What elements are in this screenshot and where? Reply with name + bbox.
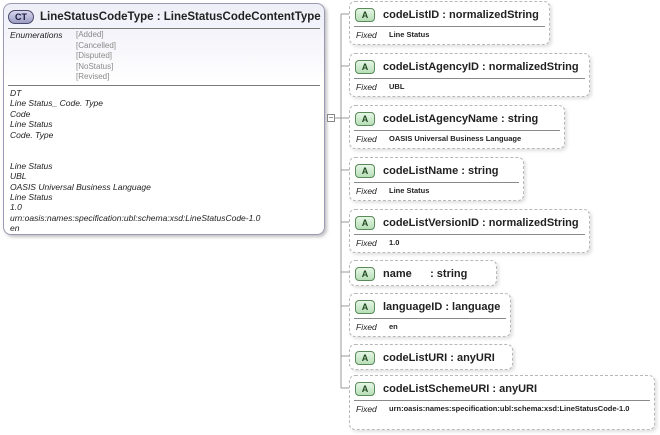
attribute-divider: [354, 182, 519, 183]
attribute-icon: A: [355, 351, 375, 365]
attribute-codeListSchemeURI[interactable]: A codeListSchemeURI : anyURI Fixed urn:o…: [349, 375, 655, 430]
enumerations-label: Enumerations: [10, 30, 63, 40]
attribute-name[interactable]: A name : string: [349, 260, 497, 286]
fixed-label: Fixed: [356, 238, 377, 248]
attribute-divider: [354, 78, 585, 79]
attribute-divider: [354, 318, 506, 319]
attribute-divider: [354, 234, 585, 235]
dt-line: DT: [10, 88, 22, 98]
dt-line: Line Status: [10, 119, 53, 130]
attribute-icon: A: [355, 164, 375, 178]
attribute-icon: A: [355, 60, 375, 74]
dt-line: Code: [10, 108, 31, 119]
attribute-icon: A: [355, 8, 375, 22]
enumerations-list: [Added] [Cancelled] [Disputed] [NoStatus…: [76, 30, 116, 83]
dt-line: Code. Type: [10, 129, 54, 140]
attribute-codeListName[interactable]: A codeListName : string Fixed Line Statu…: [349, 157, 524, 201]
enumerations-divider: [8, 85, 320, 86]
info-line: Line Status: [10, 192, 53, 203]
fixed-label: Fixed: [356, 322, 377, 332]
attribute-codeListID[interactable]: A codeListID : normalizedString Fixed Li…: [349, 1, 550, 45]
fixed-value: 1.0: [389, 238, 400, 247]
fixed-value: Line Status: [389, 186, 430, 195]
info-line: UBL: [10, 171, 27, 182]
spacer: [10, 140, 260, 150]
info-line: Line Status: [10, 160, 53, 171]
enumeration-item: [Disputed]: [76, 51, 113, 61]
fixed-label: Fixed: [356, 186, 377, 196]
enumeration-item: [NoStatus]: [76, 61, 114, 71]
fixed-value: OASIS Universal Business Language: [389, 134, 522, 143]
header-divider: [8, 28, 320, 29]
attribute-name: codeListURI : anyURI: [383, 352, 495, 364]
attribute-name: codeListName : string: [383, 165, 499, 177]
info-line: OASIS Universal Business Language: [10, 181, 151, 192]
attribute-name: name : string: [383, 268, 468, 280]
complex-type-header: CT LineStatusCodeType : LineStatusCodeCo…: [8, 8, 321, 26]
spacer: [10, 150, 260, 160]
attribute-icon: A: [355, 216, 375, 230]
documentation-block: DT Line Status_ Code. Type Code Line Sta…: [10, 88, 260, 234]
attribute-codeListAgencyName[interactable]: A codeListAgencyName : string Fixed OASI…: [349, 105, 565, 149]
fixed-value: Line Status: [389, 30, 430, 39]
enumeration-item: [Added]: [76, 30, 104, 39]
attribute-name: codeListSchemeURI : anyURI: [383, 383, 538, 395]
fixed-value: en: [389, 322, 398, 331]
fixed-value: UBL: [389, 82, 405, 91]
attribute-icon: A: [355, 112, 375, 126]
fixed-label: Fixed: [356, 404, 377, 414]
info-line: 1.0: [10, 202, 22, 213]
attribute-name: codeListID : normalizedString: [383, 9, 539, 21]
attribute-divider: [354, 26, 545, 27]
attribute-name: codeListAgencyName : string: [383, 113, 539, 125]
info-line: urn:oasis:names:specification:ubl:schema…: [10, 212, 261, 223]
attribute-name: codeListAgencyID : normalizedString: [383, 61, 579, 73]
fixed-label: Fixed: [356, 134, 377, 144]
enumeration-item: [Cancelled]: [76, 40, 117, 50]
fixed-value: urn:oasis:names:specification:ubl:schema…: [389, 404, 630, 413]
fixed-label: Fixed: [356, 82, 377, 92]
attribute-codeListVersionID[interactable]: A codeListVersionID : normalizedString F…: [349, 209, 590, 253]
dt-line: Line Status_ Code. Type: [10, 98, 103, 109]
attribute-name: languageID : language: [383, 301, 501, 313]
attribute-languageID[interactable]: A languageID : language Fixed en: [349, 293, 511, 337]
info-line: en: [10, 223, 20, 234]
attribute-divider: [354, 400, 650, 401]
complex-type-icon: CT: [8, 10, 34, 24]
attribute-codeListAgencyID[interactable]: A codeListAgencyID : normalizedString Fi…: [349, 53, 590, 97]
fixed-label: Fixed: [356, 30, 377, 40]
attribute-icon: A: [355, 300, 375, 314]
complex-type-title: LineStatusCodeType : LineStatusCodeConte…: [40, 11, 321, 23]
attribute-codeListURI[interactable]: A codeListURI : anyURI: [349, 344, 513, 370]
attribute-icon: A: [355, 382, 375, 396]
attribute-divider: [354, 130, 560, 131]
collapse-toggle[interactable]: −: [327, 113, 335, 122]
attribute-icon: A: [355, 267, 375, 281]
complex-type-box[interactable]: CT LineStatusCodeType : LineStatusCodeCo…: [3, 3, 325, 235]
enumeration-item: [Revised]: [76, 72, 110, 82]
attribute-name: codeListVersionID : normalizedString: [383, 217, 579, 229]
